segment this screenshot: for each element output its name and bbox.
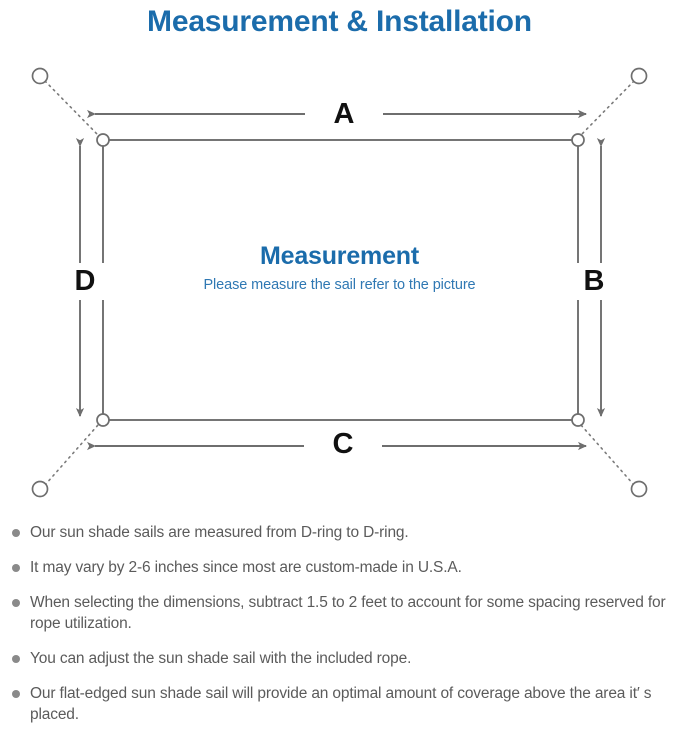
note-text: Our flat-edged sun shade sail will provi… [30,685,652,723]
rope-lines [44,80,635,486]
d-rings [96,133,585,427]
d-ring-bottom-right-icon [571,413,585,427]
d-ring-bottom-left-icon [96,413,110,427]
anchor-circle-top-right [630,67,648,85]
list-item: Our sun shade sails are measured from D-… [0,522,679,543]
bullet-icon [12,529,20,537]
rope-top-left [44,80,99,136]
sail-rectangle [102,139,579,421]
bullet-icon [12,690,20,698]
bullet-icon [12,655,20,663]
rope-bottom-left [44,424,99,486]
page-title: Measurement & Installation [147,5,532,38]
d-ring-top-right-icon [571,133,585,147]
anchor-circle-bottom-right [630,480,648,498]
list-item: When selecting the dimensions, subtract … [0,592,679,634]
d-ring-top-left-icon [96,133,110,147]
sail-measurement-diagram [0,44,679,514]
note-text: It may vary by 2-6 inches since most are… [30,559,462,576]
dimension-label-b: B [571,263,617,300]
list-item: It may vary by 2-6 inches since most are… [0,557,679,578]
dimension-label-a: A [305,97,383,132]
rope-bottom-right [580,424,635,486]
anchor-circle-bottom-left [31,480,49,498]
list-item: You can adjust the sun shade sail with t… [0,648,679,669]
notes-list: Our sun shade sails are measured from D-… [0,522,679,739]
note-text: When selecting the dimensions, subtract … [30,594,666,632]
dimension-label-c: C [304,427,382,462]
bullet-icon [12,599,20,607]
rope-top-right [580,80,635,136]
note-text: You can adjust the sun shade sail with t… [30,650,412,667]
list-item: Our flat-edged sun shade sail will provi… [0,683,679,725]
bullet-icon [12,564,20,572]
note-text: Our sun shade sails are measured from D-… [30,524,409,541]
dimension-label-d: D [62,263,108,300]
anchor-points [31,67,648,498]
anchor-circle-top-left [31,67,49,85]
